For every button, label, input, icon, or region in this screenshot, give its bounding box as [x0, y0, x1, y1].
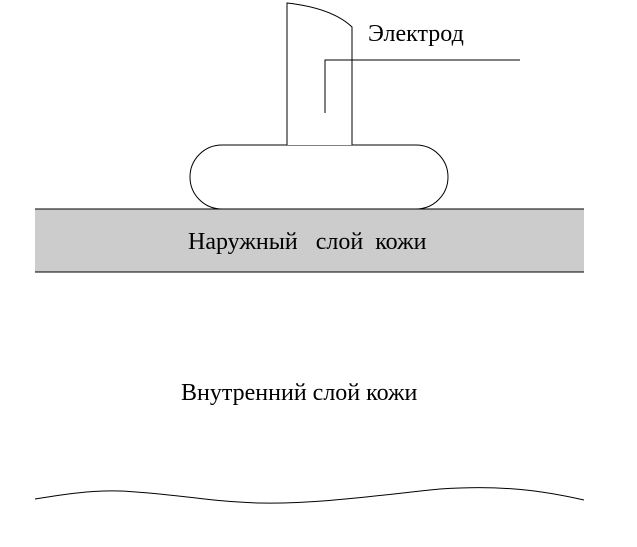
outer-skin-layer-label: Наружный слой кожи	[188, 229, 427, 255]
inner-skin-layer-label: Внутренний слой кожи	[181, 380, 418, 406]
electrode-cylinder	[286, 2, 353, 145]
outer-skin-layer-band	[35, 209, 584, 272]
electrode-label: Электрод	[368, 21, 464, 47]
electrode-pad	[189, 144, 449, 210]
inner-skin-layer-boundary	[34, 487, 585, 504]
electrode-lead-wire	[324, 59, 520, 113]
